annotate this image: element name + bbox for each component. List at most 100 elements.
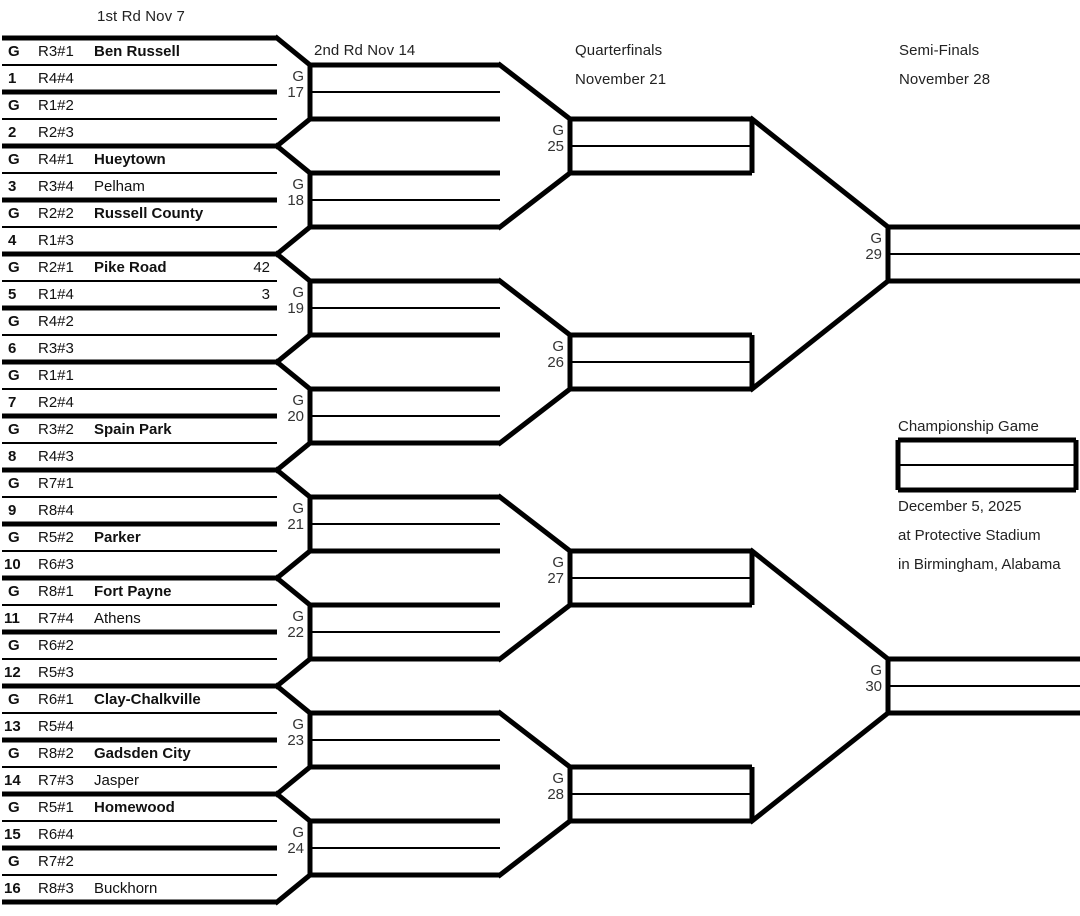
round1-team-name: Athens (94, 610, 141, 627)
round1-row[interactable]: 8 R4#3 (2, 443, 277, 470)
round2-slot-number: 24 (287, 839, 304, 857)
round1-seed: G (8, 583, 20, 600)
round2-slot-number: 17 (287, 83, 304, 101)
quarterfinal-slot-g: G (552, 770, 564, 787)
round1-source-code: R3#1 (38, 43, 74, 60)
round1-team-name: Ben Russell (94, 43, 180, 60)
round1-row[interactable]: G R3#2 Spain Park (2, 416, 277, 443)
round2-slot-g: G (292, 500, 304, 517)
round1-source-code: R1#2 (38, 97, 74, 114)
round1-source-code: R5#3 (38, 664, 74, 681)
round1-source-code: R6#4 (38, 826, 74, 843)
round2-slot-g: G (292, 68, 304, 85)
championship-detail-line: in Birmingham, Alabama (898, 556, 1061, 573)
round-header-semifinals: Semi-Finals (899, 42, 980, 59)
round1-source-code: R1#3 (38, 232, 74, 249)
round2-slot-number: 18 (287, 191, 304, 209)
round1-source-code: R4#3 (38, 448, 74, 465)
quarterfinal-slot-number: 25 (547, 137, 564, 155)
round1-seed: 15 (4, 826, 21, 843)
round1-seed: 8 (8, 448, 17, 465)
round1-row[interactable]: G R1#2 (2, 92, 277, 119)
round1-source-code: R6#2 (38, 637, 74, 654)
round1-row[interactable]: 10 R6#3 (2, 551, 277, 578)
round1-team-name: Fort Payne (94, 583, 172, 600)
round1-team-name: Spain Park (94, 421, 172, 438)
round1-source-code: R6#3 (38, 556, 74, 573)
round1-team-name: Hueytown (94, 151, 166, 168)
round1-source-code: R7#3 (38, 772, 74, 789)
round1-source-code: R3#2 (38, 421, 74, 438)
round1-seed: G (8, 367, 20, 384)
round1-seed: 7 (8, 394, 17, 411)
round1-source-code: R6#1 (38, 691, 74, 708)
round2-slot-g: G (292, 176, 304, 193)
round-header-1st-round: 1st Rd Nov 7 (97, 8, 185, 25)
round1-seed: 5 (8, 286, 17, 303)
round2-slot-number: 23 (287, 731, 304, 749)
round1-seed: 13 (4, 718, 21, 735)
semifinal-slot-g: G (870, 662, 882, 679)
round1-seed: 4 (8, 232, 17, 249)
round1-source-code: R3#3 (38, 340, 74, 357)
round1-seed: G (8, 421, 20, 438)
round2-slot-g: G (292, 716, 304, 733)
quarterfinal-slot-number: 27 (547, 569, 564, 587)
round1-seed: 16 (4, 880, 21, 897)
round1-row[interactable]: 7 R2#4 (2, 389, 277, 416)
round1-seed: 1 (8, 70, 17, 87)
championship-title: Championship Game (898, 418, 1039, 435)
semifinal-slot-number: 30 (865, 677, 882, 695)
round1-seed: 10 (4, 556, 21, 573)
round1-team-name: Pike Road (94, 259, 167, 276)
round2-slot-number: 22 (287, 623, 304, 641)
round1-row[interactable]: G R8#1 Fort Payne (2, 578, 277, 605)
round-header-2nd-round: 2nd Rd Nov 14 (314, 42, 416, 59)
round1-seed: 9 (8, 502, 17, 519)
round1-row[interactable]: 15 R6#4 (2, 821, 277, 848)
round1-row[interactable]: 1 R4#4 (2, 65, 277, 92)
round2-slot-g: G (292, 392, 304, 409)
round1-source-code: R1#4 (38, 286, 74, 303)
round1-source-code: R4#4 (38, 70, 74, 87)
round1-seed: G (8, 97, 20, 114)
round1-source-code: R2#4 (38, 394, 74, 411)
round1-source-code: R5#2 (38, 529, 74, 546)
quarterfinal-slot-number: 26 (547, 353, 564, 371)
round1-source-code: R8#1 (38, 583, 74, 600)
round1-team-name: Clay-Chalkville (94, 691, 201, 708)
quarterfinal-slot-g: G (552, 338, 564, 355)
round1-row[interactable]: 4 R1#3 (2, 227, 277, 254)
round1-source-code: R7#1 (38, 475, 74, 492)
